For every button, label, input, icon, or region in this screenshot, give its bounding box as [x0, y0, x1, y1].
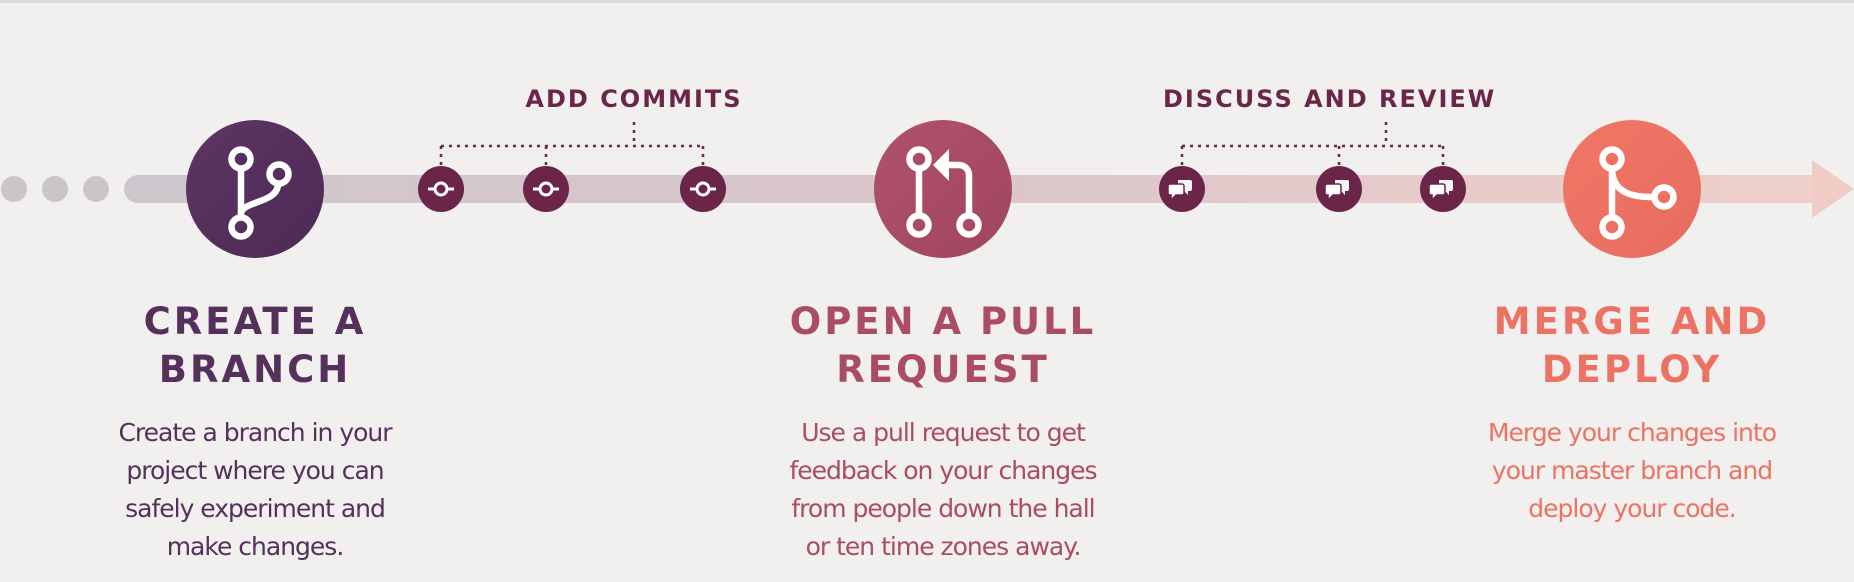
git-pull-request-icon [906, 146, 982, 238]
git-merge-icon [1599, 146, 1677, 240]
description-line: or ten time zones away. [805, 532, 1082, 561]
top-border [0, 0, 1854, 3]
review-node-1 [1159, 166, 1205, 212]
review-node-2 [1316, 166, 1362, 212]
commit-node-3 [680, 166, 726, 212]
description-line: Create a branch in your [118, 418, 392, 447]
step-node-merge [1563, 120, 1701, 258]
pull-request-title: OPEN A PULL REQUEST [733, 298, 1153, 394]
title-line: REQUEST [836, 348, 1050, 391]
lead-dot [83, 176, 109, 202]
description-line: feedback on your changes [789, 456, 1097, 485]
comment-discussion-icon [1324, 180, 1349, 202]
git-commit-icon [428, 181, 454, 197]
step-node-pull-request [874, 120, 1012, 258]
title-line: BRANCH [158, 348, 352, 391]
description-line: Use a pull request to get [801, 418, 1086, 447]
create-branch-title: CREATE A BRANCH [45, 298, 465, 394]
git-branch-icon [228, 146, 292, 240]
pull-request-description: Use a pull request to get feedback on yo… [743, 414, 1143, 566]
description-line: deploy your code. [1528, 494, 1737, 523]
description-line: project where you can [126, 456, 384, 485]
title-line: OPEN A PULL [789, 300, 1097, 343]
add-commits-label: ADD COMMITS [525, 85, 743, 113]
title-line: DEPLOY [1541, 348, 1723, 391]
review-node-3 [1420, 166, 1466, 212]
title-line: CREATE A [143, 300, 367, 343]
lead-dot [1, 176, 27, 202]
step-node-branch [186, 120, 324, 258]
create-branch-description: Create a branch in your project where yo… [55, 414, 455, 566]
discuss-and-review-label: DISCUSS AND REVIEW [1163, 85, 1497, 113]
merge-deploy-title: MERGE AND DEPLOY [1422, 298, 1842, 394]
description-line: safely experiment and [125, 494, 386, 523]
review-connector [1180, 122, 1445, 168]
description-line: make changes. [166, 532, 345, 561]
comment-discussion-icon [1428, 180, 1453, 202]
title-line: MERGE AND [1493, 300, 1771, 343]
lead-dot [42, 176, 68, 202]
commit-node-2 [523, 166, 569, 212]
git-commit-icon [690, 181, 716, 197]
comment-discussion-icon [1167, 180, 1192, 202]
description-line: your master branch and [1491, 456, 1773, 485]
description-line: Merge your changes into [1487, 418, 1777, 447]
commit-node-1 [418, 166, 464, 212]
git-commit-icon [533, 181, 559, 197]
timeline-arrowhead [1812, 160, 1854, 218]
merge-deploy-description: Merge your changes into your master bran… [1432, 414, 1832, 528]
commits-connector [439, 122, 705, 168]
description-line: from people down the hall [791, 494, 1095, 523]
